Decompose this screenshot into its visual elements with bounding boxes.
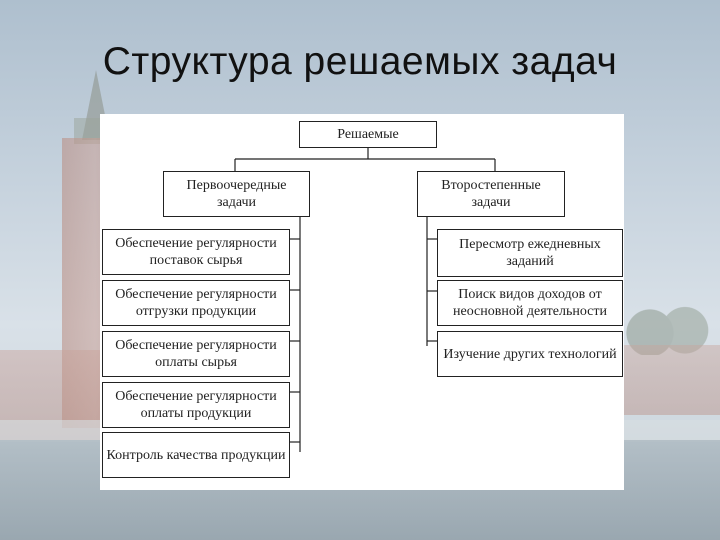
wall-right-shape xyxy=(610,345,720,415)
primary-task-node: Обеспечение регулярности оплаты продукци… xyxy=(102,382,290,428)
branch-secondary-node: Второстепенные задачи xyxy=(417,171,565,217)
primary-task-node: Контроль качества продукции xyxy=(102,432,290,478)
primary-task-node: Обеспечение регулярности поставок сырья xyxy=(102,229,290,275)
diagram-panel: Решаемые Первоочередные задачи Второстеп… xyxy=(100,114,624,490)
secondary-task-node: Изучение других технологий xyxy=(437,331,623,377)
primary-task-node: Обеспечение регулярности отгрузки продук… xyxy=(102,280,290,326)
secondary-task-node: Пересмотр ежедневных заданий xyxy=(437,229,623,277)
primary-task-node: Обеспечение регулярности оплаты сырья xyxy=(102,331,290,377)
connector-lines xyxy=(234,148,496,452)
root-node: Решаемые xyxy=(299,121,437,148)
branch-primary-node: Первоочередные задачи xyxy=(163,171,310,217)
secondary-task-node: Поиск видов доходов от неосновной деятел… xyxy=(437,280,623,326)
slide-title: Структура решаемых задач xyxy=(102,40,618,83)
trees-shape xyxy=(620,300,720,355)
